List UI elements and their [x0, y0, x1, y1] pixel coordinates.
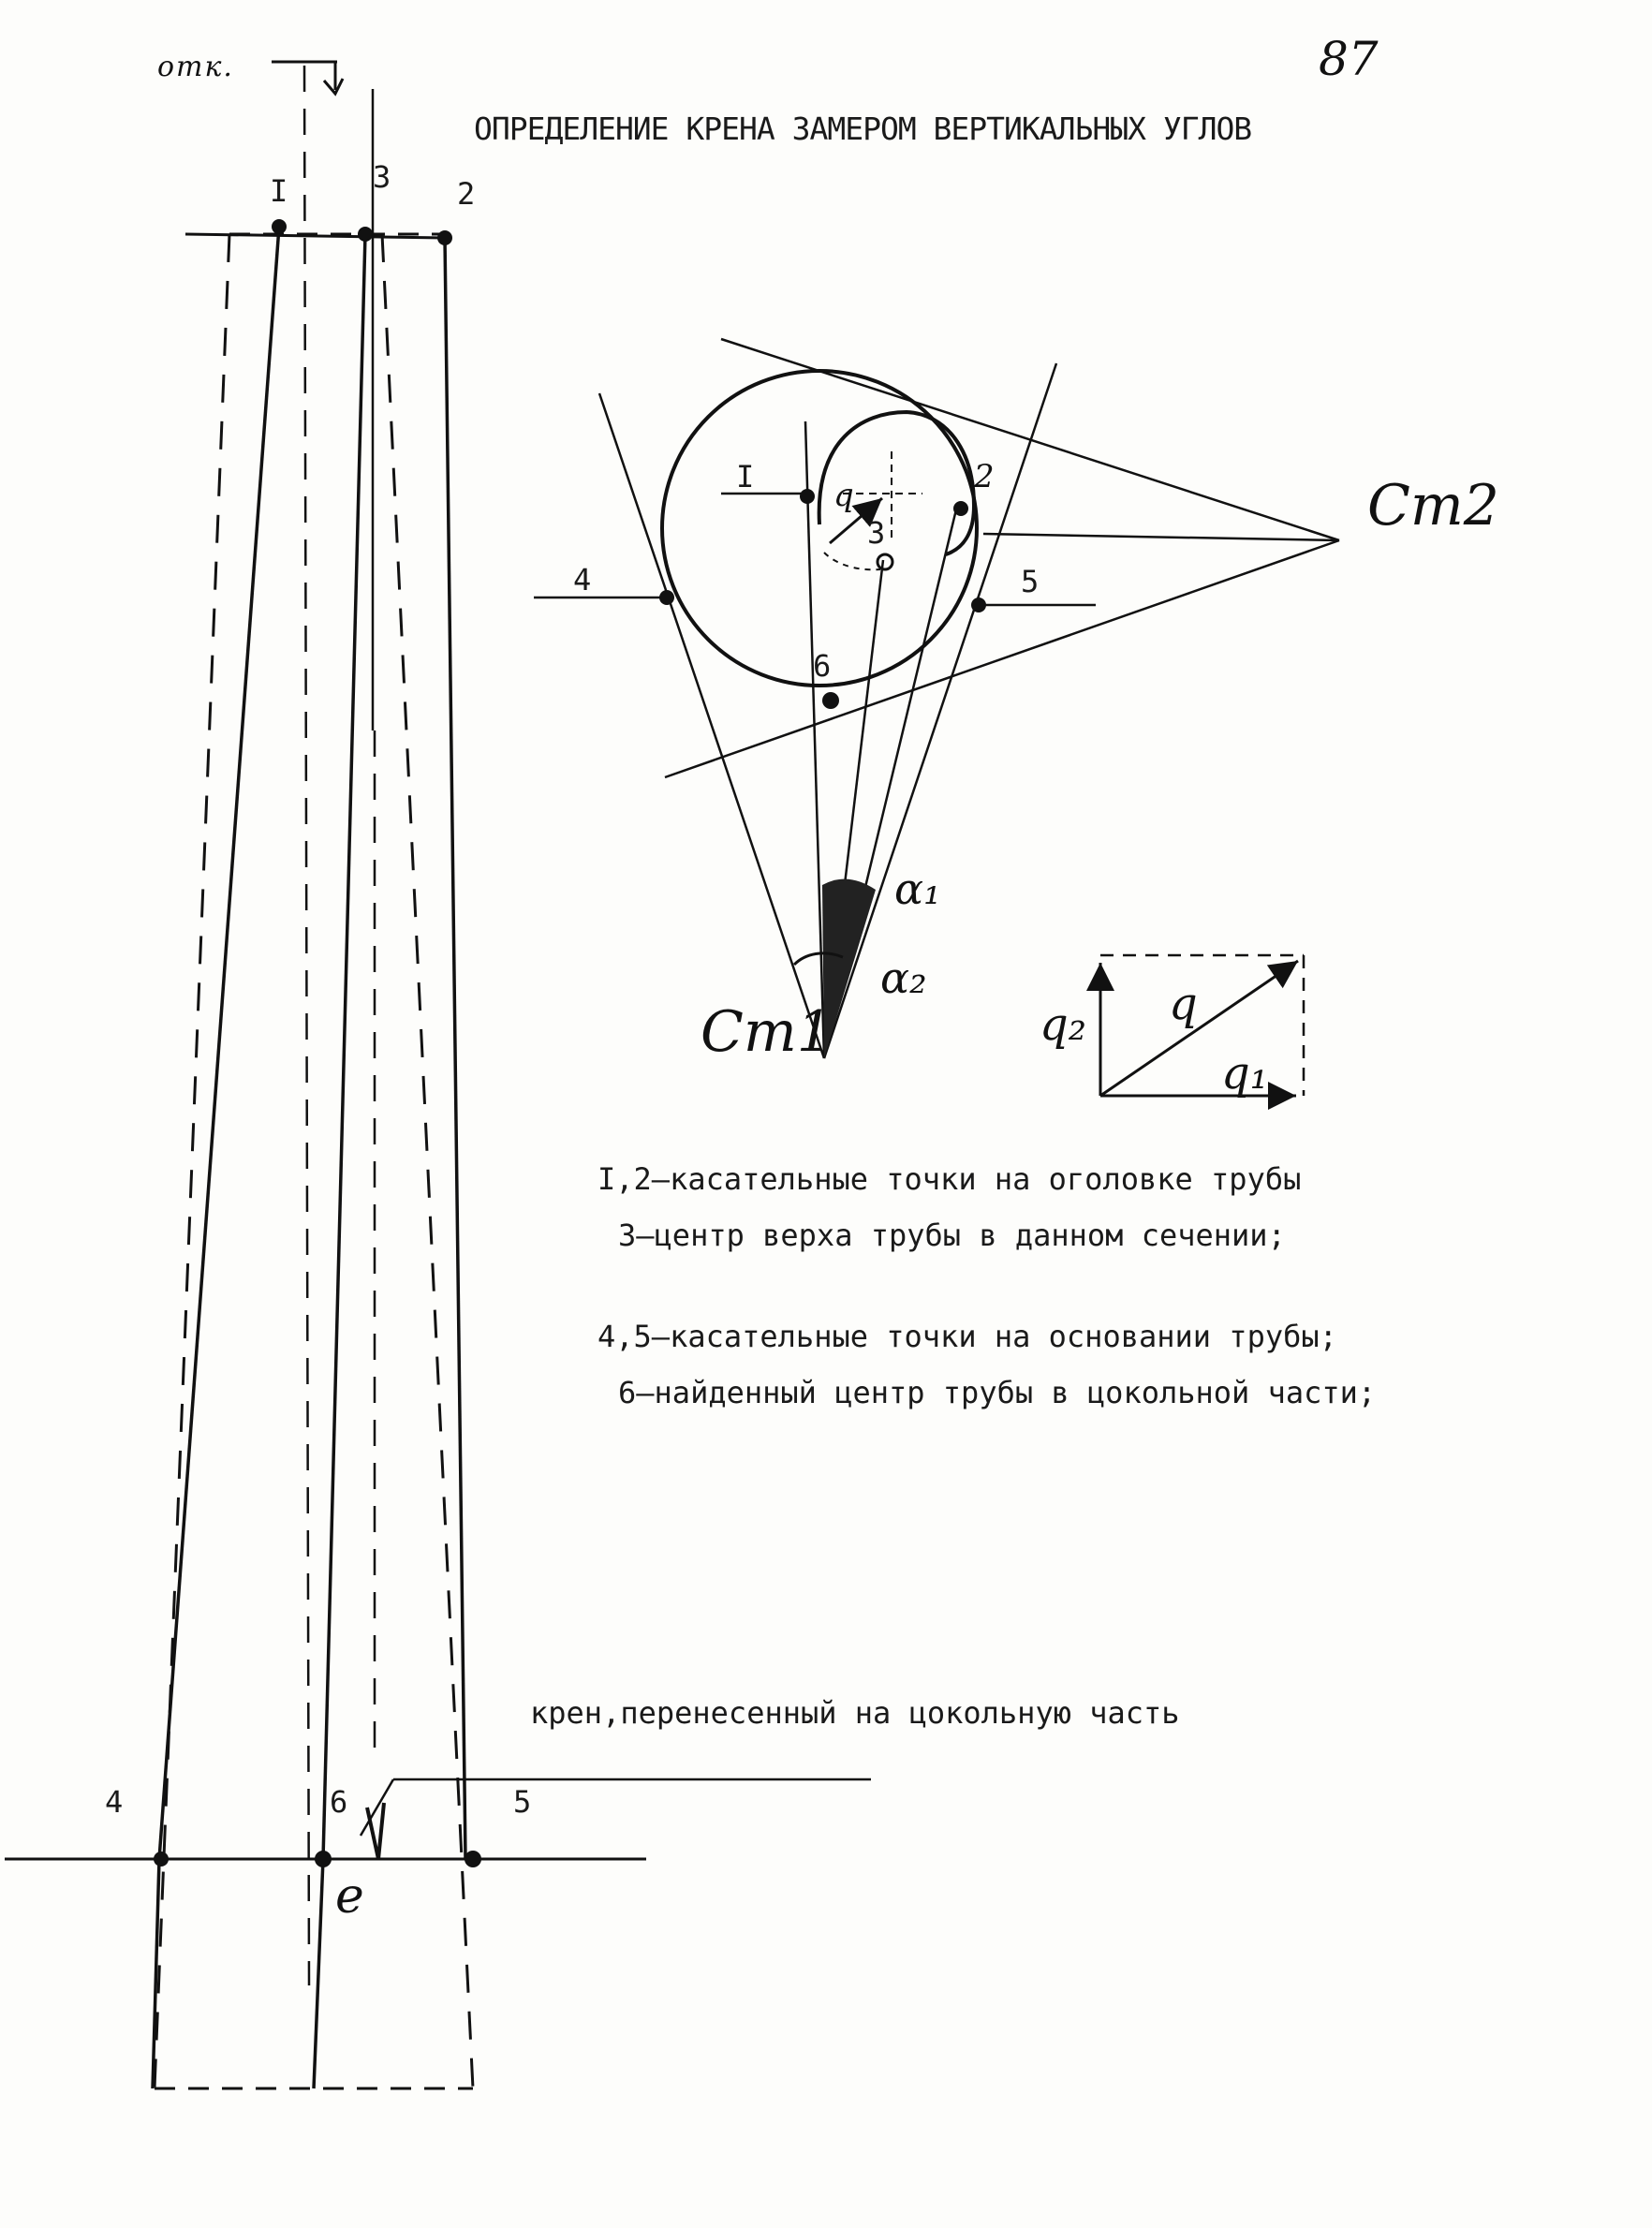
- elev-point-4: [154, 1852, 169, 1867]
- legend-line-2: 3–центр верха трубы в данном сечении;: [618, 1217, 1286, 1253]
- page-title: ОПРЕДЕЛЕНИЕ КРЕНА ЗАМЕРОМ ВЕРТИКАЛЬНЫХ У…: [474, 111, 1252, 147]
- design-axis-dashed: [302, 65, 311, 1986]
- st1-left-tangent: [597, 392, 826, 1059]
- elevation-view: [5, 65, 871, 2090]
- plan-point-4: [659, 590, 674, 605]
- plan-label-1: I: [736, 459, 754, 494]
- plan-view: [534, 337, 1340, 1059]
- elev-point-2: [437, 230, 452, 245]
- st2-sight: [982, 532, 1340, 542]
- vector-q1-label: q₁: [1221, 1047, 1268, 1099]
- station-2-label: Ст2: [1367, 473, 1499, 539]
- legend-line-1: I,2–касательные точки на оголовке трубы: [597, 1161, 1302, 1197]
- actual-right-line: [443, 237, 467, 1860]
- angle-alpha-hatch: [822, 878, 876, 1058]
- plan-label-4: 4: [573, 562, 591, 598]
- plan-label-2: 2: [973, 458, 995, 495]
- st2-lower-tangent: [664, 539, 1340, 779]
- lean-symbol-e: e: [335, 1868, 364, 1925]
- actual-top-line: [184, 232, 446, 240]
- elev-label-3: 3: [373, 159, 391, 195]
- elev-label-4: 4: [105, 1784, 123, 1820]
- elev-label-6: 6: [330, 1784, 347, 1820]
- vector-q2-label: q₂: [1040, 998, 1086, 1051]
- design-right-dashed: [380, 233, 475, 2089]
- elev-label-2: 2: [457, 176, 475, 212]
- elev-point-1: [272, 219, 287, 234]
- actual-left-line: [157, 226, 281, 1860]
- angle-alpha-2-label: α₂: [880, 952, 927, 1003]
- vector-diagram: [1086, 953, 1305, 1110]
- page-number: 87: [1319, 32, 1379, 86]
- elev-label-5: 5: [513, 1784, 531, 1820]
- vector-q-arrow: [1099, 959, 1299, 1098]
- st2-upper-tangent: [720, 337, 1340, 542]
- angle-alpha-1-label: α₁: [894, 863, 941, 914]
- elev-label-1: I: [270, 173, 288, 209]
- actual-axis-line-lower: [312, 1858, 325, 2089]
- plan-label-6: 6: [813, 648, 831, 684]
- st1-sight-1: [804, 421, 826, 1059]
- elev-point-6: [315, 1851, 332, 1867]
- top-circle-arc: [817, 409, 977, 556]
- elev-point-5: [465, 1851, 481, 1867]
- design-left-dashed: [153, 233, 231, 2089]
- plan-point-6: [822, 692, 839, 709]
- station-1-label: Ст1: [701, 999, 833, 1065]
- elev-point-3: [358, 227, 373, 242]
- legend-line-4: 6–найденный центр трубы в цокольной част…: [618, 1375, 1377, 1410]
- plan-label-5: 5: [1021, 564, 1039, 599]
- otk-marker: [272, 60, 345, 96]
- st1-right-tangent: [822, 362, 1058, 1059]
- otk-marker-label: отк.: [157, 51, 234, 83]
- plan-label-q: q: [833, 477, 854, 514]
- vector-q-label: q: [1169, 978, 1198, 1030]
- kren-label: крен,перенесенный на цокольную часть: [530, 1695, 1180, 1731]
- actual-left-line-lower: [151, 1858, 161, 2089]
- plan-q-vector: [829, 496, 883, 545]
- plan-point-5: [971, 598, 986, 612]
- legend-line-3: 4,5–касательные точки на основании трубы…: [597, 1319, 1337, 1354]
- actual-axis-line: [321, 233, 367, 1860]
- plan-label-3: 3: [867, 515, 885, 551]
- plan-point-2: [953, 501, 968, 516]
- plan-point-3: [876, 553, 894, 571]
- plan-point-1: [800, 489, 815, 504]
